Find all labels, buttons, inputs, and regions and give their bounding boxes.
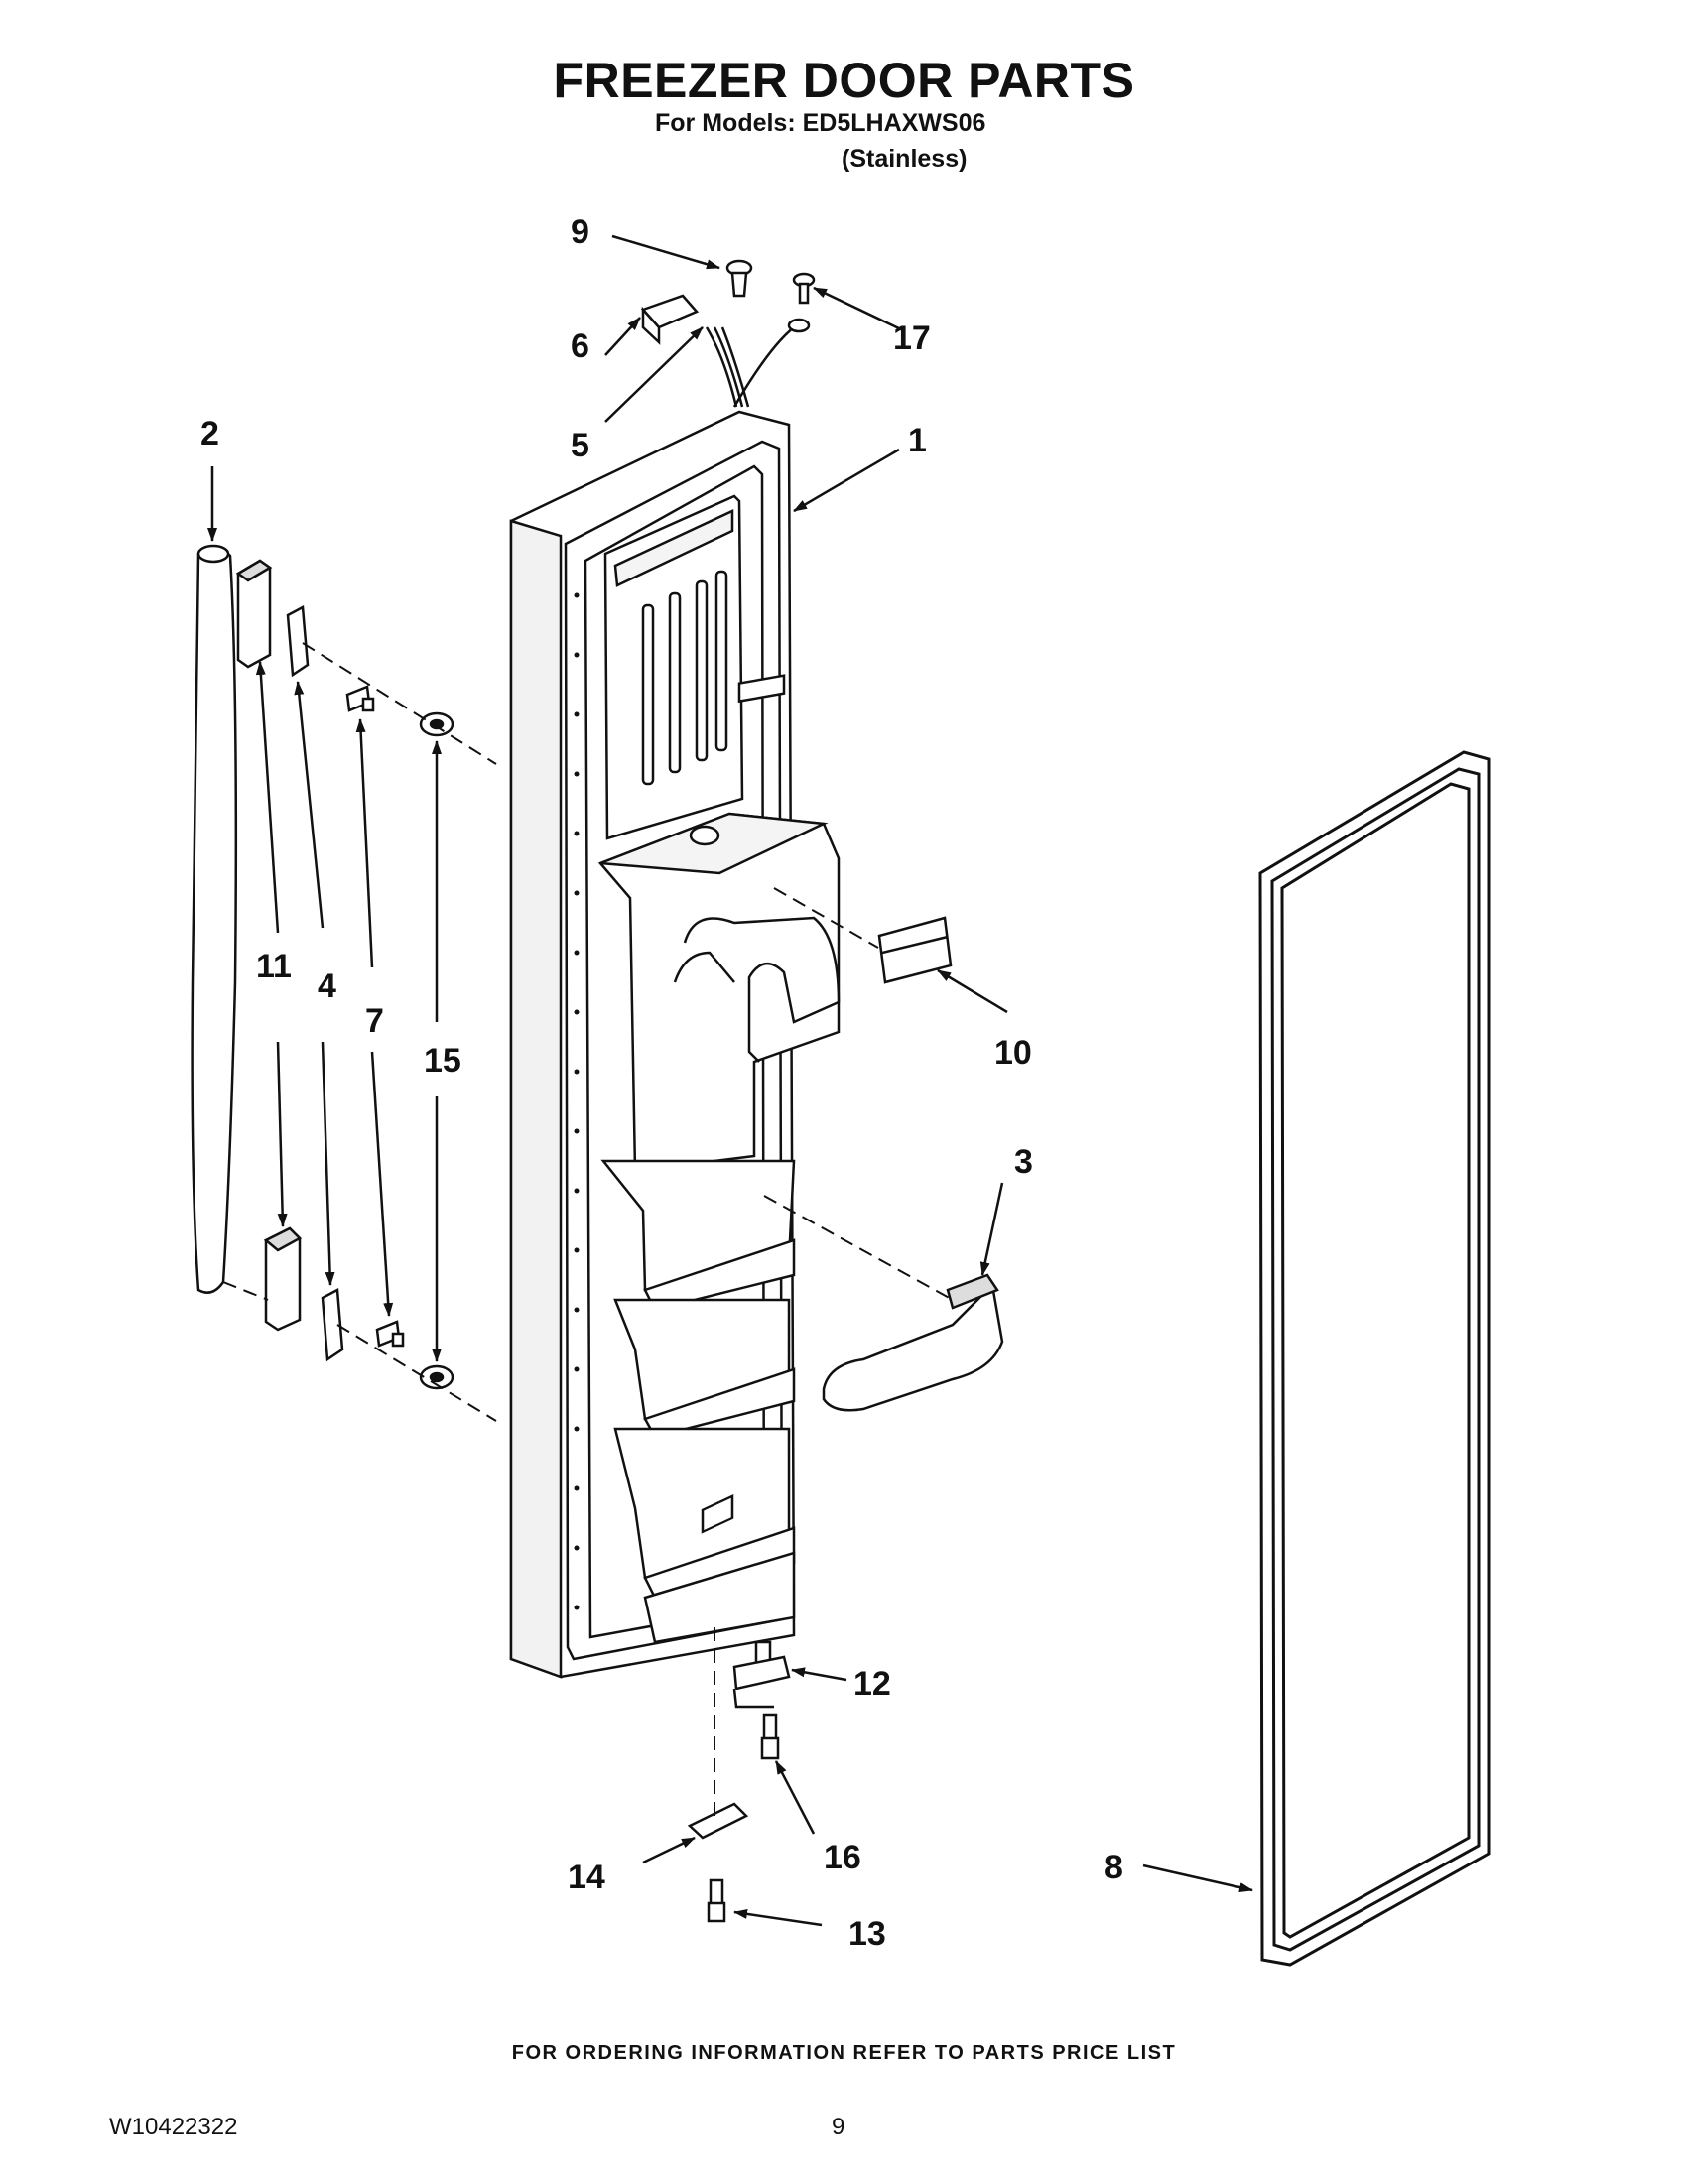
document-id: W10422322 <box>109 2114 238 2140</box>
callout-3: 3 <box>1014 1143 1033 1181</box>
ordering-note: FOR ORDERING INFORMATION REFER TO PARTS … <box>511 2042 1177 2064</box>
wiring-and-top-hardware <box>640 259 816 408</box>
variant-label: (Stainless) <box>842 145 968 173</box>
callout-2: 2 <box>200 415 219 452</box>
callout-12: 12 <box>853 1665 891 1703</box>
callout-10: 10 <box>994 1034 1032 1072</box>
callout-11: 11 <box>256 948 292 985</box>
callout-4: 4 <box>318 967 336 1005</box>
callout-6: 6 <box>571 327 589 365</box>
callout-8: 8 <box>1104 1849 1123 1886</box>
callout-labels: 1 2 3 4 5 6 7 8 9 10 11 12 13 14 15 16 1… <box>200 213 1123 1953</box>
door-bin-and-trim <box>822 916 1004 1412</box>
callout-14: 14 <box>568 1859 605 1896</box>
handle-mounting-hardware <box>286 605 454 1390</box>
callout-17: 17 <box>893 320 931 357</box>
assembly-lines <box>222 642 954 1821</box>
page-number: 9 <box>832 2114 845 2140</box>
freezer-door <box>509 410 841 1679</box>
door-handle <box>191 544 238 1294</box>
page-title: FREEZER DOOR PARTS <box>553 53 1135 108</box>
callout-7: 7 <box>365 1002 384 1040</box>
callout-1: 1 <box>908 422 927 459</box>
hinge-hardware <box>687 1494 791 1923</box>
callout-13: 13 <box>848 1915 886 1953</box>
handle-end-caps <box>235 559 303 1332</box>
callout-15: 15 <box>424 1042 461 1080</box>
callout-16: 16 <box>824 1839 861 1876</box>
leader-arrows <box>207 234 1253 1927</box>
callout-5: 5 <box>571 427 589 464</box>
models-line: For Models: ED5LHAXWS06 <box>655 109 986 137</box>
callout-9: 9 <box>571 213 589 251</box>
door-gasket <box>1258 750 1491 1967</box>
